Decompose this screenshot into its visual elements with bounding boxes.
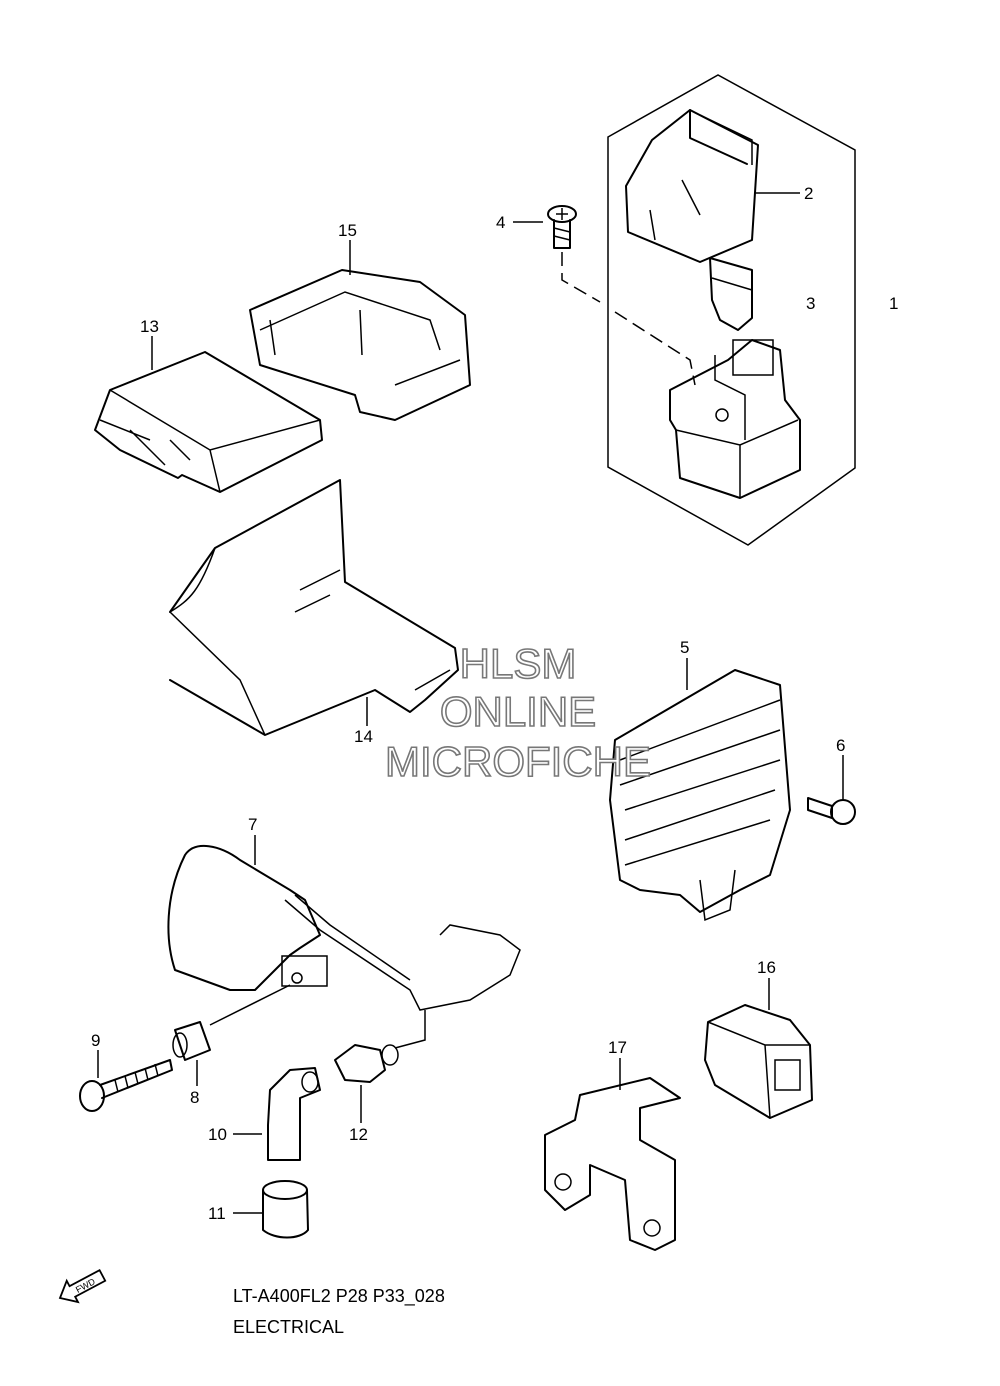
callout-12: 12: [349, 1125, 368, 1144]
watermark-line-2: ONLINE: [440, 688, 596, 735]
callout-16: 16: [757, 958, 776, 977]
leader-8-to-coil: [209, 984, 291, 1026]
callout-15: 15: [338, 221, 357, 240]
callout-13: 13: [140, 317, 159, 336]
part-10-plug-cap: [267, 1067, 321, 1161]
footer-code: LT-A400FL2 P28 P33_028: [233, 1286, 445, 1307]
part-14-bracket: [169, 479, 459, 736]
part-13-ecm: [94, 351, 323, 493]
callout-6: 6: [836, 736, 845, 755]
callout-14: 14: [354, 727, 373, 746]
part-2-relay-cover: [625, 109, 759, 263]
watermark-line-3: MICROFICHE: [385, 738, 651, 785]
callout-1: 1: [889, 294, 898, 313]
part-9-bolt: [79, 1059, 173, 1112]
fwd-arrow-icon: FWD: [58, 1268, 107, 1304]
callout-9: 9: [91, 1031, 100, 1050]
part-1-starter-relay: [669, 339, 801, 499]
callout-11: 11: [208, 1204, 226, 1223]
watermark-line-1: HLSM: [460, 640, 577, 687]
callout-17: 17: [608, 1038, 627, 1057]
callout-10: 10: [208, 1125, 227, 1144]
callout-4: 4: [496, 213, 505, 232]
leader-12-to-coil: [394, 1010, 426, 1049]
part-12-plug-cap: [334, 1044, 399, 1083]
part-15-cover: [249, 269, 471, 421]
part-11-cap: [262, 1180, 309, 1239]
part-5-regulator: [609, 669, 791, 922]
dash-leader-4: [561, 252, 696, 386]
part-16-coupler: [704, 1004, 813, 1119]
part-4-screw: [547, 205, 577, 249]
part-3-fuse: [709, 257, 753, 331]
part-17-bracket: [544, 1077, 681, 1251]
callout-8: 8: [190, 1088, 199, 1107]
footer-title: ELECTRICAL: [233, 1317, 344, 1337]
part-7-ignition-coil: [167, 844, 521, 1011]
callout-5: 5: [680, 638, 689, 657]
callout-2: 2: [804, 184, 813, 203]
assembly-1-box: [607, 74, 856, 546]
part-8-spacer: [172, 1021, 211, 1061]
callout-7: 7: [248, 815, 257, 834]
part-6-bolt: [807, 797, 856, 825]
callout-3: 3: [806, 294, 815, 313]
